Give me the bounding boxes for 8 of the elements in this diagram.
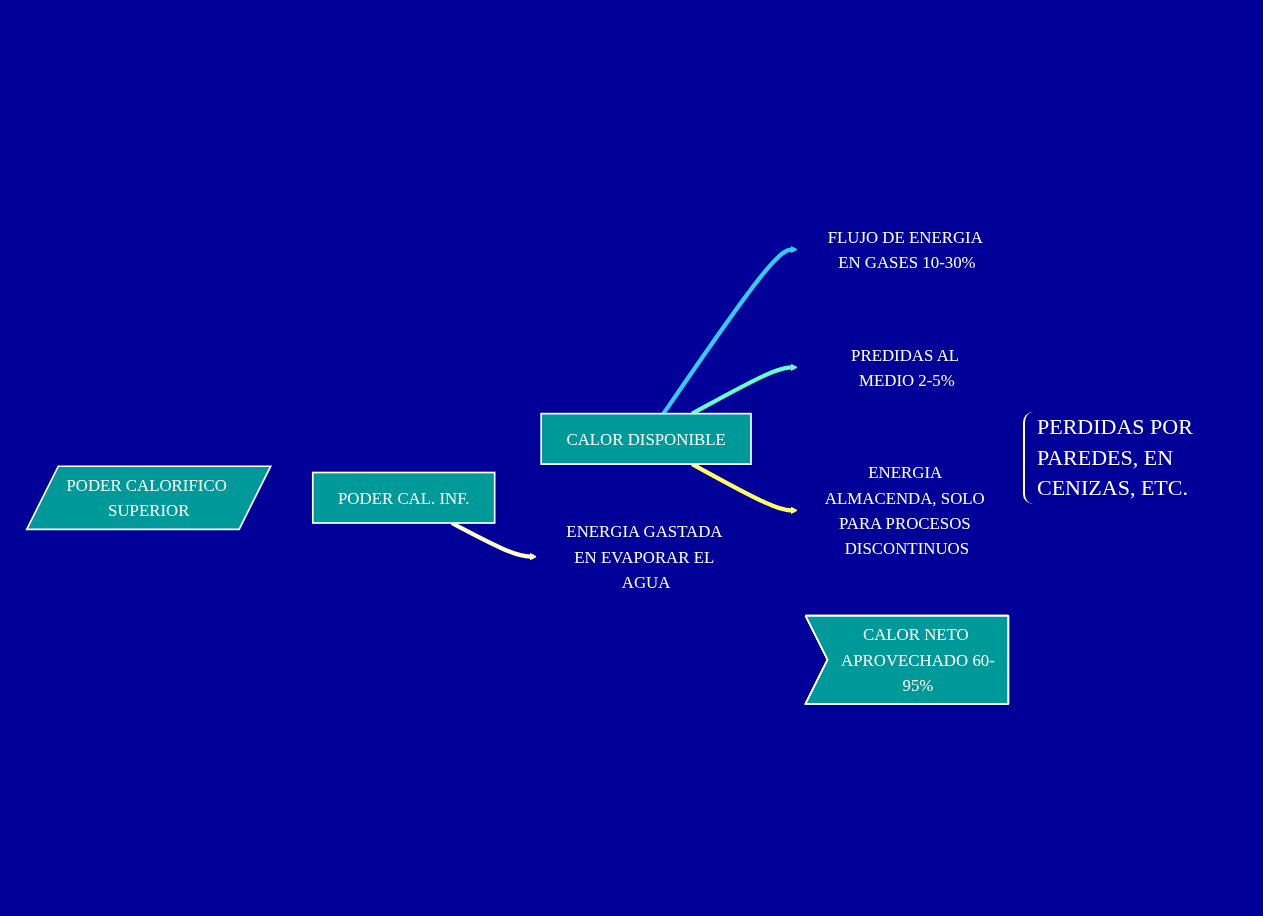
node-text: ENERGIA ALMACENDA, SOLO PARA PROCESOS DISCONTINUOS — [824, 463, 985, 558]
note-text: PERDIDAS POR PAREDES, EN CENIZAS, ETC. — [1023, 411, 1243, 505]
node-text: ENERGIA GASTADA EN EVAPORAR EL AGUA — [566, 522, 722, 592]
node-box: CALOR DISPONIBLE — [540, 413, 752, 466]
node-text: FLUJO DE ENERGIA EN GASES 10-30% — [827, 227, 982, 272]
node-text: PREDIDAS AL MEDIO 2-5% — [851, 345, 959, 390]
arrow — [661, 246, 798, 415]
node-box: PODER CAL. INF. — [311, 471, 496, 525]
